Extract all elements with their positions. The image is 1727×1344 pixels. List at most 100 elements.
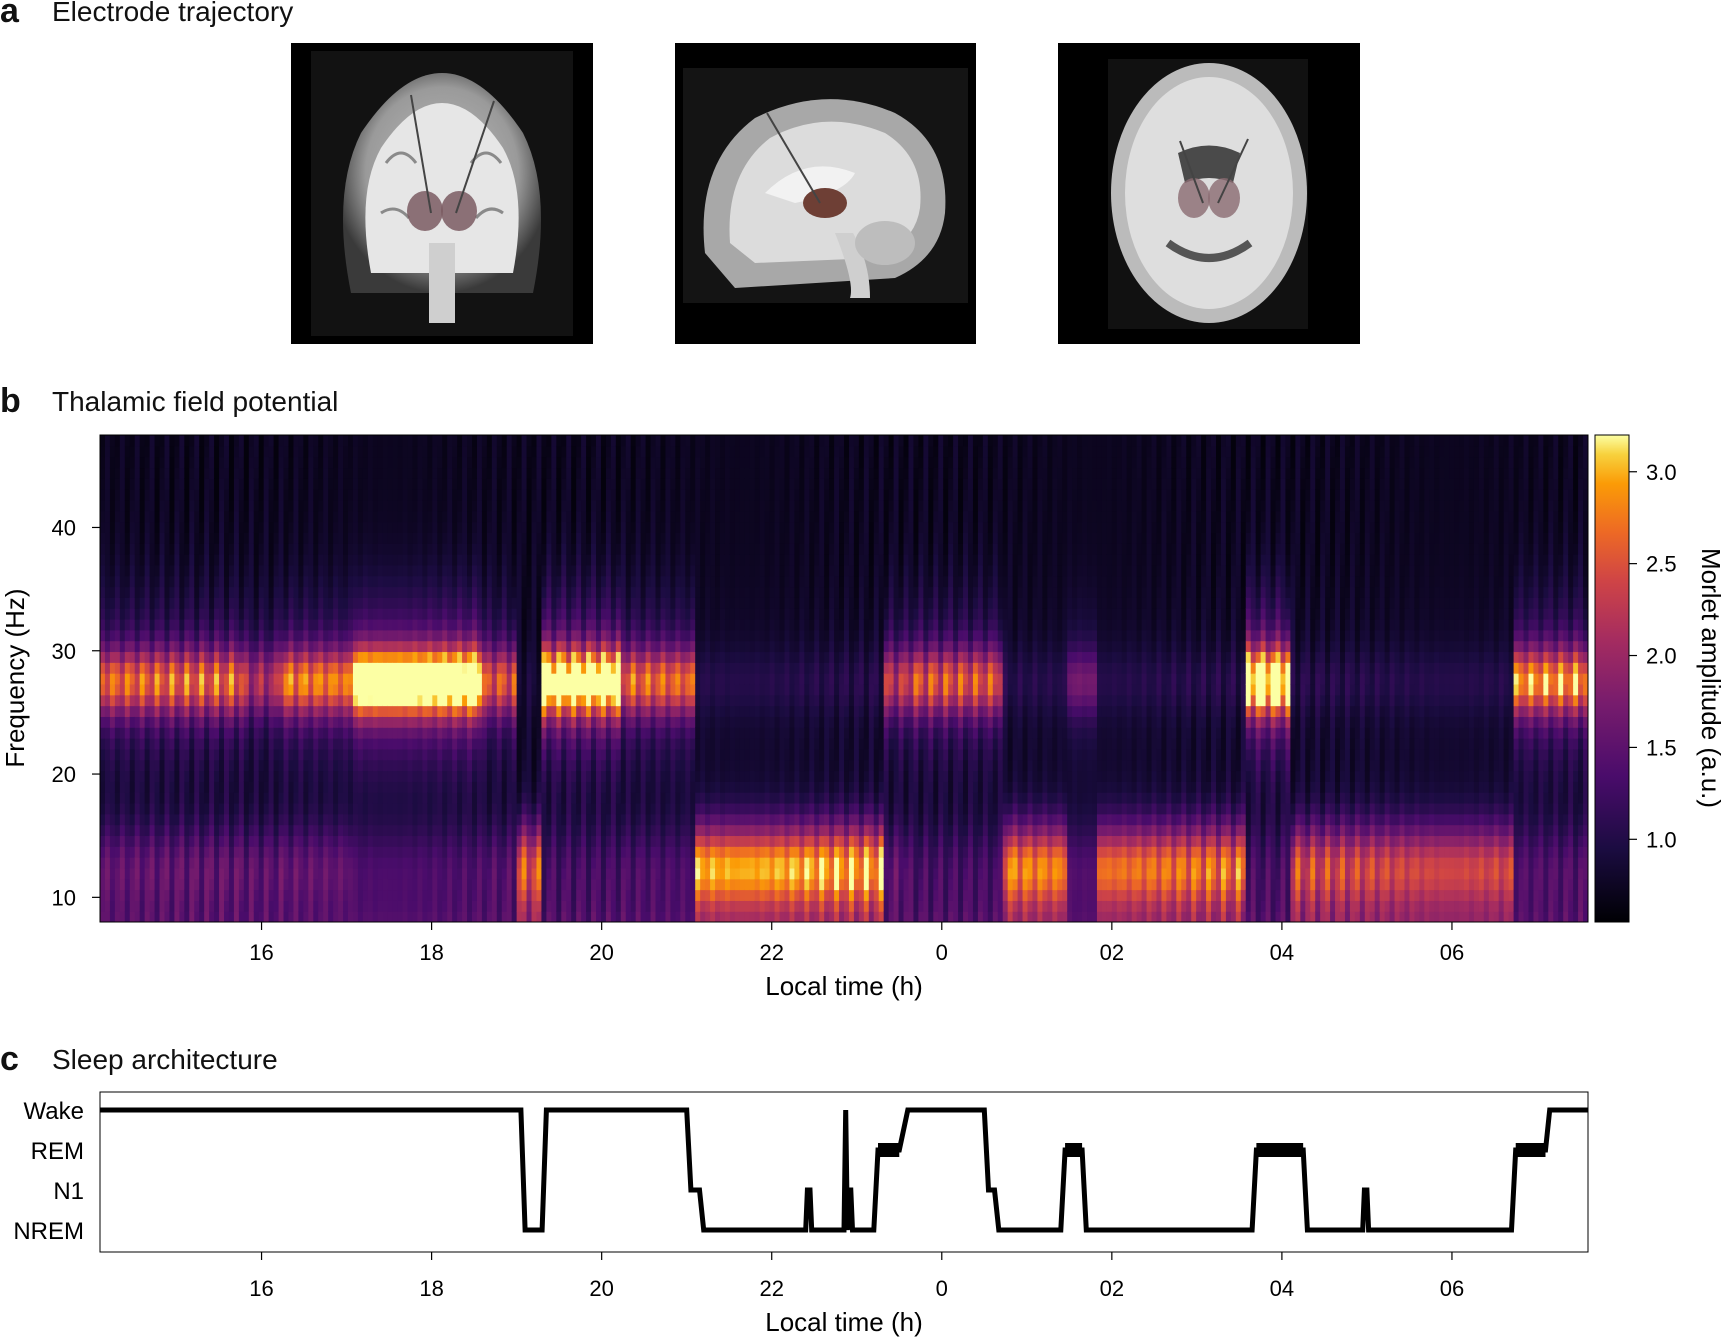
spectrogram-cell bbox=[457, 748, 463, 761]
spectrogram-cell bbox=[303, 781, 309, 793]
spectrogram-cell bbox=[462, 824, 468, 837]
spectrogram-cell bbox=[581, 824, 587, 837]
spectrogram-cell bbox=[159, 532, 166, 544]
spectrogram-cell bbox=[526, 445, 533, 458]
spectrogram-cell bbox=[298, 510, 304, 523]
spectrogram-cell bbox=[407, 640, 414, 653]
spectrogram-cell bbox=[303, 911, 309, 922]
spectrogram-cell bbox=[224, 792, 230, 804]
spectrogram-cell bbox=[610, 435, 617, 447]
spectrogram-cell bbox=[174, 846, 180, 858]
spectrogram-cell bbox=[184, 499, 190, 512]
spectrogram-cell bbox=[472, 846, 478, 858]
spectrogram-cell bbox=[164, 467, 171, 479]
spectrogram-cell bbox=[476, 435, 483, 447]
spectrogram-cell bbox=[462, 467, 468, 479]
spectrogram-cell bbox=[219, 770, 225, 782]
spectrogram-cell bbox=[263, 467, 270, 479]
spectrogram-cell bbox=[417, 738, 423, 750]
spectrogram-cell bbox=[124, 673, 131, 685]
spectrogram-cell bbox=[412, 770, 419, 782]
spectrogram-cell bbox=[501, 900, 508, 912]
spectrogram-cell bbox=[109, 867, 116, 880]
spectrogram-cell bbox=[511, 867, 518, 880]
spectrogram-cell bbox=[571, 857, 577, 869]
spectrogram-cell bbox=[476, 748, 483, 761]
spectrogram-cell bbox=[442, 445, 448, 458]
spectrogram-cell bbox=[263, 510, 270, 523]
spectrogram-cell bbox=[541, 651, 547, 663]
spectrogram-cell bbox=[546, 781, 552, 793]
spectrogram-cell bbox=[531, 878, 538, 891]
spectrogram-cell bbox=[114, 683, 121, 696]
spectrogram-cell bbox=[392, 564, 399, 577]
spectrogram-cell bbox=[164, 673, 171, 685]
spectrogram-cell bbox=[546, 900, 552, 912]
spectrogram-cell bbox=[462, 521, 468, 533]
spectrogram-cell bbox=[402, 499, 409, 512]
spectrogram-cell bbox=[318, 748, 324, 761]
spectrogram-cell bbox=[491, 683, 498, 696]
spectrogram-cell bbox=[605, 683, 612, 696]
spectrogram-cell bbox=[447, 597, 453, 609]
spectrogram-cell bbox=[551, 597, 557, 609]
spectrogram-cell bbox=[169, 651, 175, 663]
spectrogram-cell bbox=[114, 543, 121, 555]
spectrogram-cell bbox=[253, 597, 260, 609]
spectrogram-cell bbox=[273, 640, 280, 653]
spectrogram-cell bbox=[293, 716, 299, 728]
spectrogram-cell bbox=[640, 510, 647, 523]
spectrogram-cell bbox=[472, 445, 478, 458]
spectrogram-cell bbox=[407, 489, 414, 501]
spectrogram-cell bbox=[372, 510, 379, 523]
spectrogram-cell bbox=[382, 683, 389, 696]
spectrogram-cell bbox=[591, 802, 597, 815]
spectrogram-cell bbox=[109, 683, 116, 696]
spectrogram-cell bbox=[149, 629, 156, 642]
spectrogram-cell bbox=[114, 727, 121, 739]
spectrogram-cell bbox=[407, 867, 414, 880]
spectrogram-cell bbox=[139, 727, 146, 739]
spectrogram-cell bbox=[268, 478, 275, 490]
spectrogram-cell bbox=[174, 575, 180, 588]
spectrogram-cell bbox=[159, 618, 166, 631]
spectrogram-cell bbox=[457, 629, 463, 642]
spectrogram-cell bbox=[561, 673, 567, 685]
spectrogram-cell bbox=[313, 662, 319, 674]
spectrogram-cell bbox=[427, 846, 433, 858]
spectrogram-cell bbox=[452, 456, 458, 469]
spectrogram-cell bbox=[104, 543, 111, 555]
spectrogram-cell bbox=[481, 683, 488, 696]
spectrogram-cell bbox=[248, 478, 255, 490]
spectrogram-cell bbox=[486, 478, 493, 490]
spectrogram-cell bbox=[645, 543, 652, 555]
spectrogram-cell bbox=[462, 618, 468, 631]
spectrogram-cell bbox=[199, 575, 205, 588]
spectrogram-cell bbox=[328, 900, 334, 912]
spectrogram-cell bbox=[338, 802, 344, 815]
spectrogram-cell bbox=[536, 716, 543, 728]
spectrogram-cell bbox=[357, 608, 364, 620]
spectrogram-cell bbox=[283, 748, 290, 761]
spectrogram-cell bbox=[551, 554, 557, 566]
spectrogram-cell bbox=[531, 846, 538, 858]
spectrogram-cell bbox=[159, 456, 166, 469]
spectrogram-cell bbox=[164, 727, 171, 739]
spectrogram-cell bbox=[576, 586, 582, 598]
spectrogram-cell bbox=[422, 521, 428, 533]
spectrogram-cell bbox=[526, 435, 533, 447]
spectrogram-cell bbox=[516, 824, 523, 837]
spectrogram-cell bbox=[566, 618, 572, 631]
spectrogram-cell bbox=[189, 640, 195, 653]
spectrogram-cell bbox=[457, 759, 463, 772]
spectrogram-cell bbox=[333, 846, 339, 858]
spectrogram-cell bbox=[184, 608, 190, 620]
spectrogram-cell bbox=[501, 716, 508, 728]
spectrogram-cell bbox=[367, 510, 374, 523]
spectrogram-cell bbox=[605, 770, 612, 782]
spectrogram-cell bbox=[348, 575, 354, 588]
spectrogram-cell bbox=[288, 564, 295, 577]
spectrogram-cell bbox=[288, 889, 295, 901]
spectrogram-cell bbox=[556, 705, 562, 717]
spectrogram-cell bbox=[481, 608, 488, 620]
